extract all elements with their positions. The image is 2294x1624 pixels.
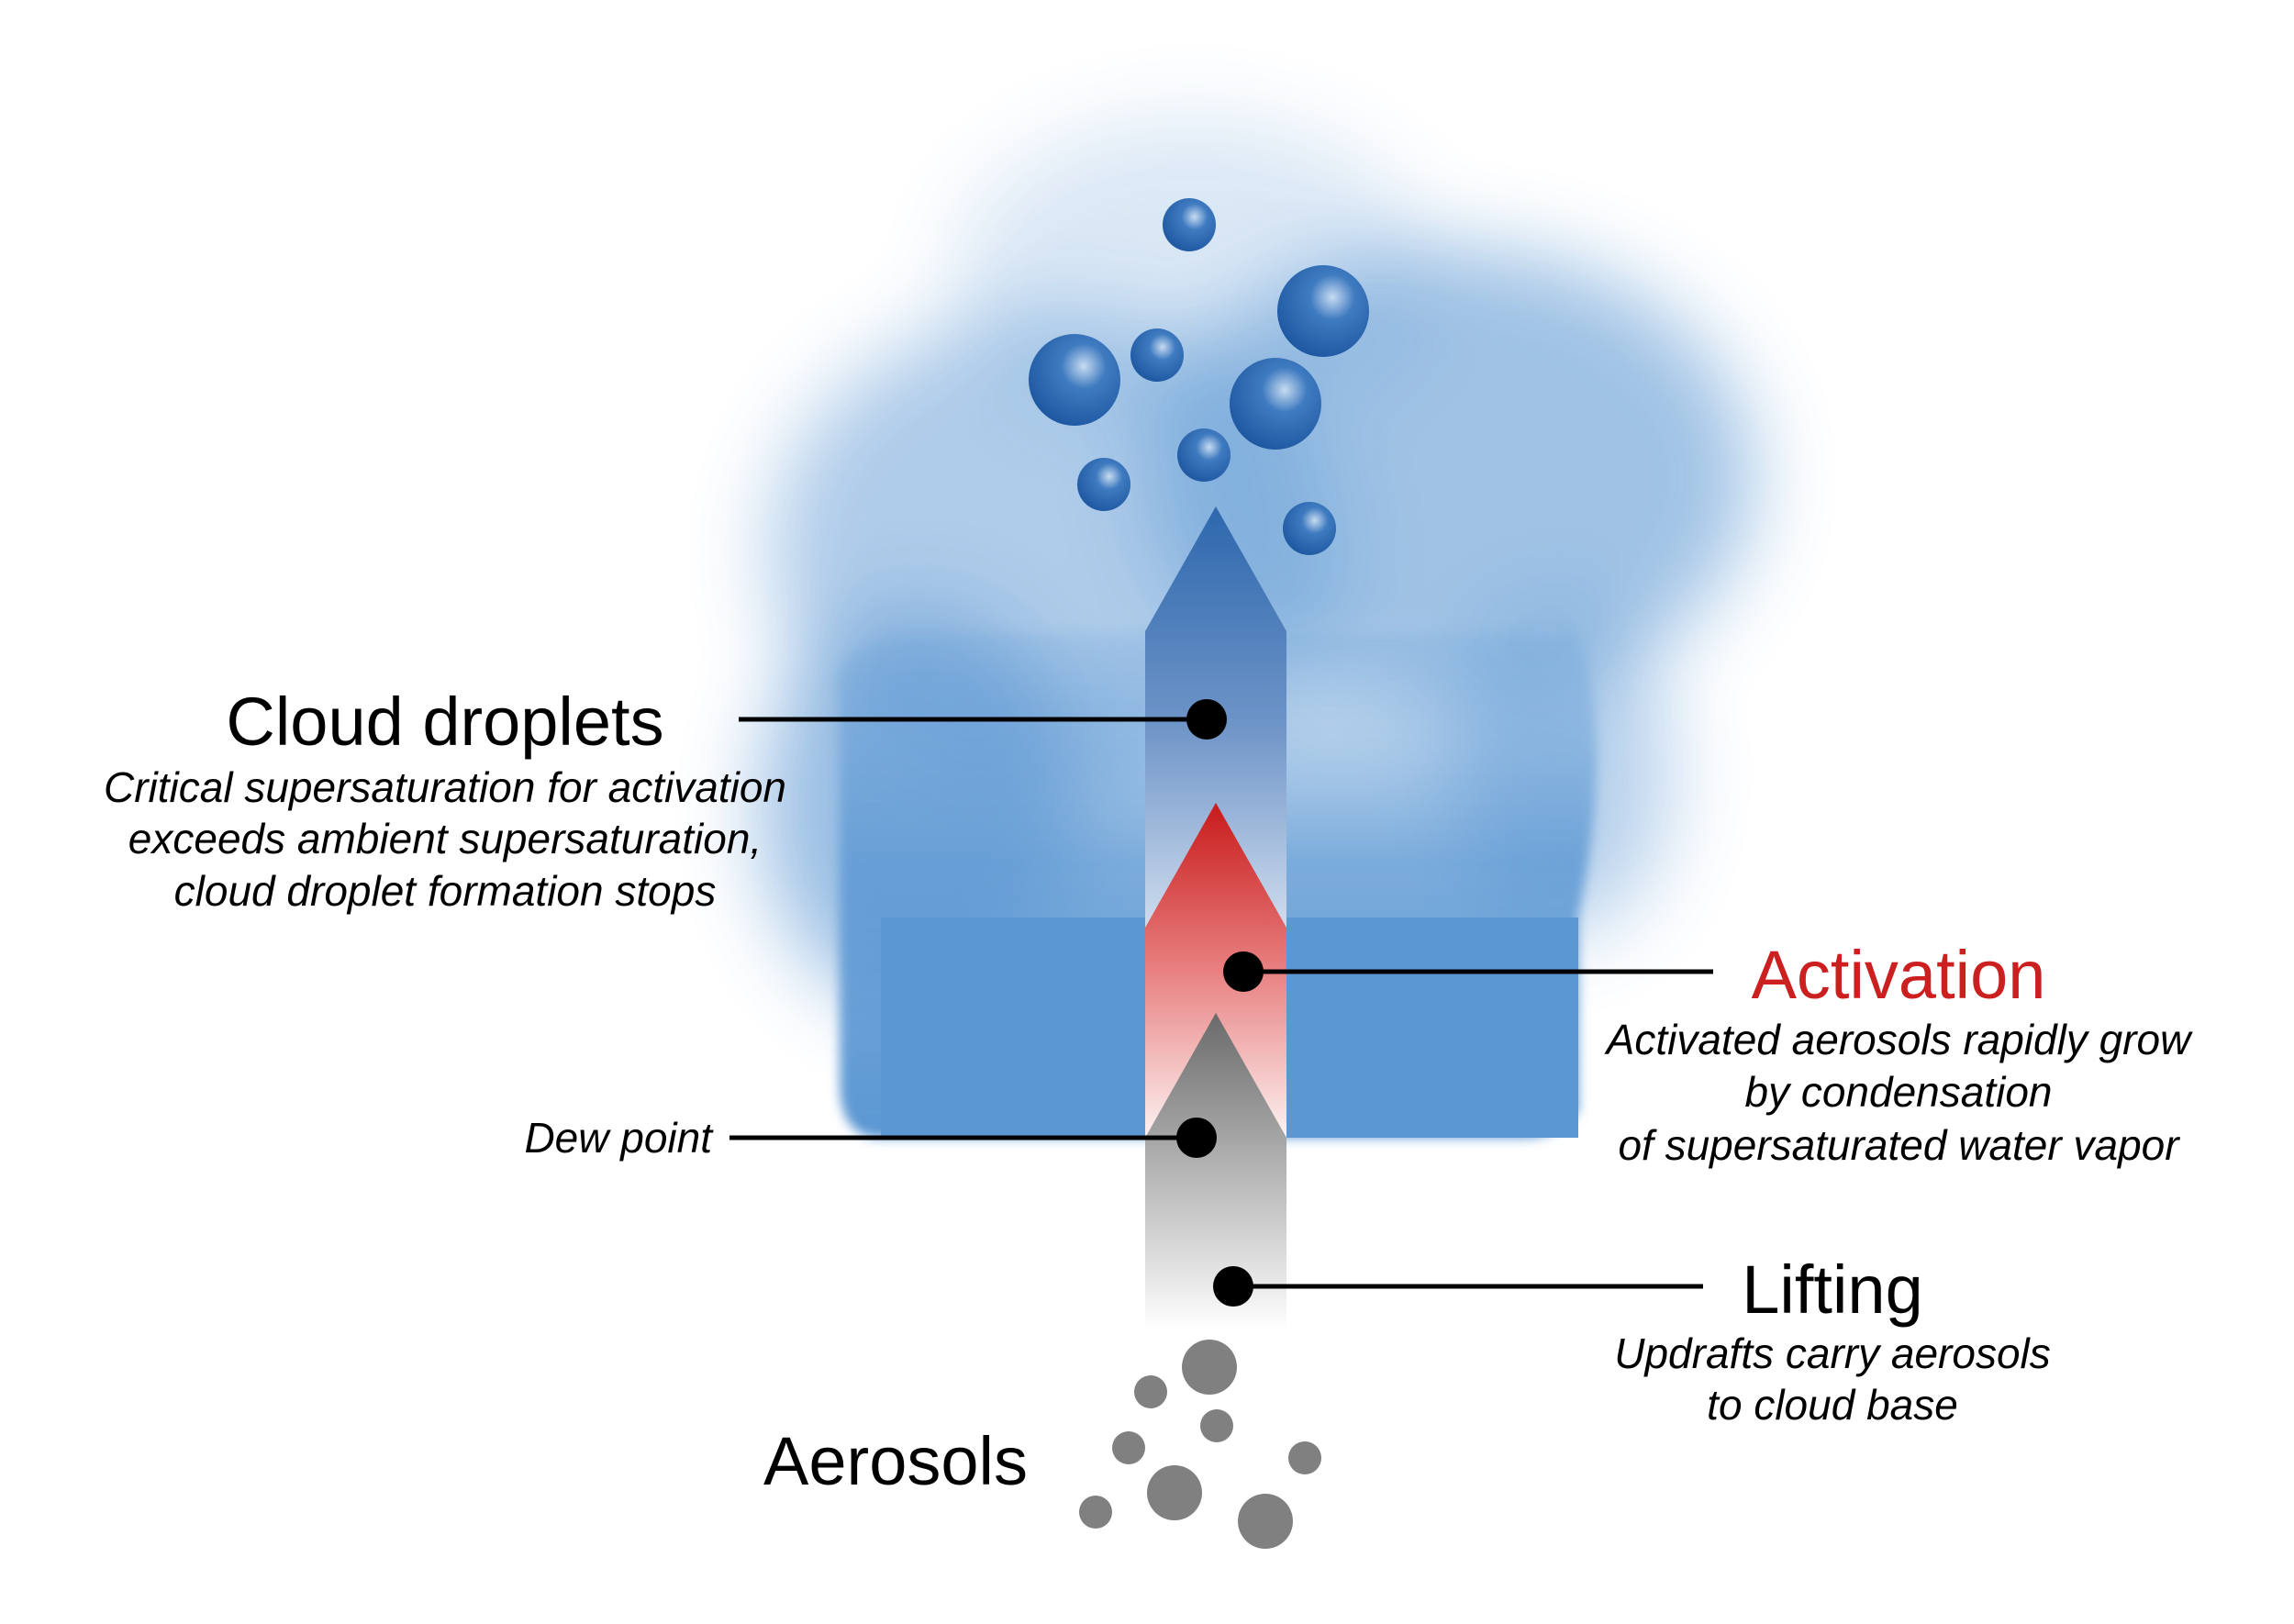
activation-label: Activation Activated aerosols rapidly gr… bbox=[1604, 937, 2193, 1169]
lifting-desc-2: to cloud base bbox=[1707, 1381, 1958, 1429]
cloud-droplets-desc-3: cloud droplet formation stops bbox=[174, 867, 717, 915]
lifting-marker bbox=[1213, 1266, 1253, 1307]
cloud-droplets-desc-2: exceeds ambient supersaturation, bbox=[128, 815, 762, 862]
lifting-title: Lifting bbox=[1742, 1251, 1922, 1328]
activation-title: Activation bbox=[1752, 937, 2046, 1013]
lifting-desc-1: Updrafts carry aerosols bbox=[1614, 1329, 2051, 1377]
aerosol bbox=[1182, 1340, 1237, 1395]
activation-desc-1: Activated aerosols rapidly grow bbox=[1604, 1016, 2193, 1063]
droplet bbox=[1163, 198, 1216, 251]
activation-marker bbox=[1223, 951, 1264, 992]
red-arrow bbox=[1145, 803, 1286, 1138]
dew-point-marker bbox=[1176, 1118, 1217, 1158]
droplet bbox=[1029, 334, 1120, 426]
droplet bbox=[1277, 265, 1369, 357]
aerosol bbox=[1238, 1494, 1293, 1549]
droplet bbox=[1077, 458, 1130, 511]
dew-point-label: Dew point bbox=[524, 1114, 714, 1162]
cloud-droplets-label: Cloud droplets Critical supersaturation … bbox=[104, 684, 786, 915]
activation-desc-3: of supersaturated water vapor bbox=[1618, 1121, 2180, 1169]
cloud-droplets-desc-1: Critical supersaturation for activation bbox=[104, 763, 786, 811]
aerosol bbox=[1112, 1431, 1145, 1464]
droplet bbox=[1177, 428, 1231, 482]
cloud-droplets-marker bbox=[1186, 699, 1227, 740]
gray-arrow bbox=[1145, 1013, 1286, 1330]
aerosol bbox=[1134, 1375, 1167, 1408]
aerosol-particles bbox=[1079, 1340, 1321, 1549]
droplet bbox=[1130, 328, 1184, 382]
lifting-label: Lifting Updrafts carry aerosols to cloud… bbox=[1614, 1251, 2051, 1429]
activation-desc-2: by condensation bbox=[1744, 1068, 2052, 1116]
process-arrow bbox=[1145, 506, 1286, 1330]
aerosol bbox=[1079, 1496, 1112, 1529]
droplet bbox=[1283, 502, 1336, 555]
cloud-droplets bbox=[1029, 198, 1369, 555]
aerosol bbox=[1200, 1409, 1233, 1442]
leaders bbox=[729, 717, 1713, 1289]
aerosol bbox=[1147, 1465, 1202, 1520]
droplet bbox=[1230, 358, 1321, 450]
cloud-droplets-title: Cloud droplets bbox=[226, 684, 663, 760]
aerosols-label: Aerosols bbox=[763, 1423, 1028, 1499]
aerosol bbox=[1288, 1441, 1321, 1474]
